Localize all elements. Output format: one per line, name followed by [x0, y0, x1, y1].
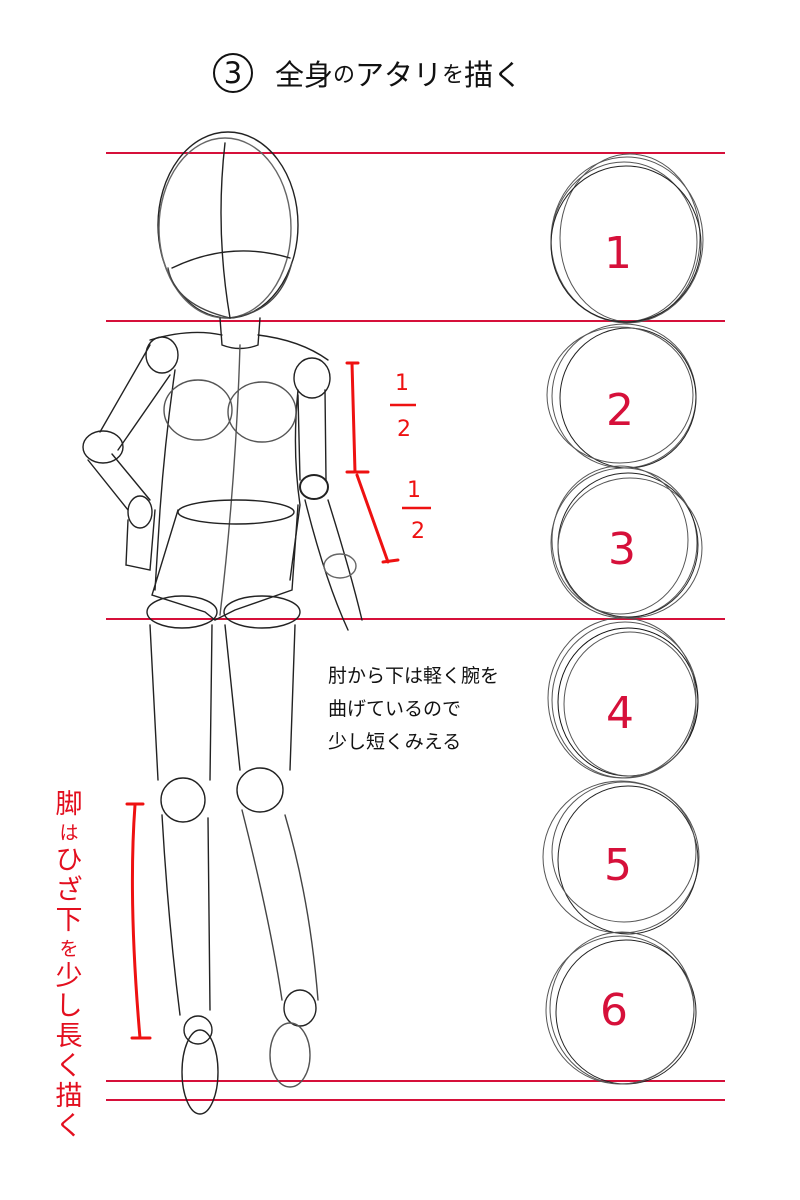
- guide-lines: [106, 152, 725, 1101]
- figure-right-arm: [297, 389, 363, 631]
- figure-right-leg: [224, 624, 319, 1088]
- arm-fractions: 1 2 1 2: [390, 371, 431, 544]
- head-circle-4: [547, 617, 699, 779]
- fraction-upper-numerator: 1: [395, 371, 409, 396]
- head-unit-circles: [542, 153, 704, 1085]
- mannequin-figure: [82, 131, 363, 1115]
- leg-note-char: 描: [55, 1081, 83, 1112]
- head-unit-label-6: 6: [600, 985, 628, 1036]
- leg-note-vertical: 脚 は ひ ざ 下 を 少 し 長 く 描 く: [52, 790, 86, 1142]
- leg-measure-bracket: [125, 802, 152, 1040]
- figure-left-arm: [82, 344, 171, 571]
- leg-note-char: 下: [55, 905, 83, 936]
- leg-note-char: を: [59, 938, 79, 960]
- head-circle-5: [542, 780, 700, 935]
- elbow-note: 肘から下は軽く腕を 曲げているので 少し短くみえる: [328, 660, 499, 759]
- leg-note-char: し: [55, 991, 83, 1022]
- title-text-particle: の: [333, 63, 356, 88]
- leg-note-char: ざ: [55, 875, 83, 906]
- leg-note-char: ひ: [55, 845, 83, 876]
- figure-left-leg: [149, 624, 219, 1115]
- head-unit-label-3: 3: [608, 524, 636, 575]
- figure-hips: [146, 595, 301, 629]
- head-unit-label-5: 5: [604, 840, 632, 891]
- figure-neck: [219, 317, 261, 350]
- arm-measure-bracket: [345, 361, 400, 564]
- leg-note-char: く: [55, 1051, 83, 1082]
- head-circle-6: [545, 931, 697, 1085]
- step-number-badge: 3: [213, 53, 253, 93]
- title-text-2: アタリ: [355, 58, 443, 92]
- leg-note-char: 脚: [55, 789, 83, 820]
- figure-torso: [145, 331, 331, 621]
- fraction-lower-denominator: 2: [411, 519, 425, 544]
- elbow-note-line-1: 肘から下は軽く腕を: [328, 665, 500, 687]
- head-unit-label-4: 4: [606, 688, 634, 739]
- elbow-note-line-3: 少し短くみえる: [328, 731, 462, 753]
- title-text-3: 描く: [464, 58, 523, 92]
- head-unit-label-1: 1: [604, 228, 632, 279]
- title-text-1: 全身: [275, 58, 334, 92]
- leg-note-char: は: [59, 822, 79, 844]
- head-circle-1: [550, 153, 704, 324]
- head-unit-label-2: 2: [606, 385, 634, 436]
- leg-note-char: く: [55, 1111, 83, 1142]
- fraction-lower-numerator: 1: [407, 478, 421, 503]
- page-title: 3 全身 の アタリ を 描く: [213, 48, 522, 98]
- title-text-particle-2: を: [442, 63, 465, 88]
- elbow-note-line-2: 曲げているので: [328, 698, 462, 720]
- head-unit-labels: 1 2 3 4 5 6: [600, 228, 636, 1036]
- leg-note-char: 少: [55, 961, 83, 992]
- figure-head: [157, 131, 299, 319]
- fraction-upper-denominator: 2: [397, 417, 411, 442]
- leg-note-char: 長: [55, 1021, 83, 1052]
